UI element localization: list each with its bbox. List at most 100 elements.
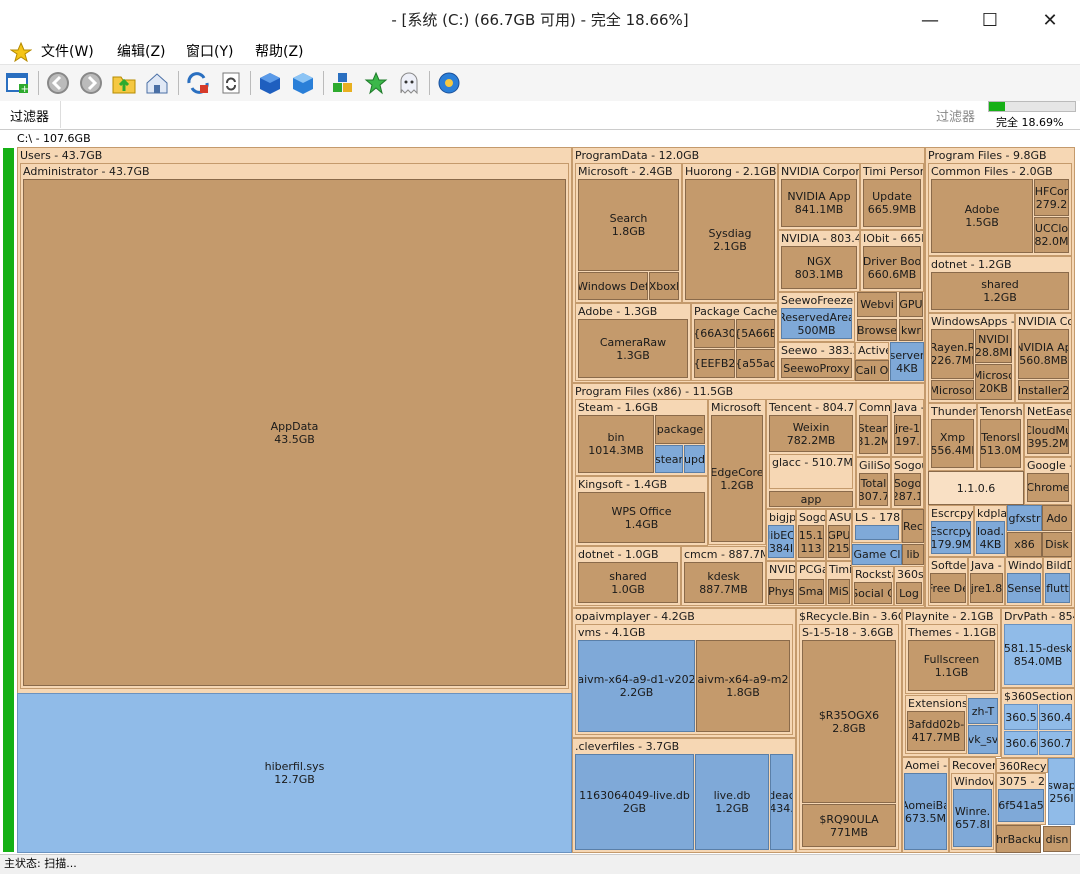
treemap-node-kdplay-load[interactable]: load.4KB <box>976 521 1005 554</box>
treemap-node-ls-item[interactable] <box>855 525 899 540</box>
treemap-node-seewoproxy[interactable]: SeewoProxy <box>781 358 852 378</box>
treemap-node-call[interactable]: Call O <box>855 360 889 381</box>
treemap-node-6f541a5[interactable]: 6f541a5 <box>998 789 1044 822</box>
treemap-node-360recycle[interactable]: 360Recyc <box>996 758 1048 773</box>
close-button[interactable]: ✕ <box>1042 9 1058 31</box>
treemap-node-game-center[interactable]: Game Cl <box>852 544 902 565</box>
treemap-node-rec[interactable]: Rec <box>902 509 924 543</box>
treemap-node-version-1106[interactable]: 1.1.0.6 <box>928 471 1024 505</box>
treemap-node-disk[interactable]: Disk <box>1042 532 1072 557</box>
treemap-node-360-4[interactable]: 360.4 <box>1039 704 1072 730</box>
treemap-node-winre[interactable]: Winre.657.8I <box>953 789 992 847</box>
treemap-node-360-5[interactable]: 360.5 <box>1004 704 1038 730</box>
cube-outline-icon[interactable] <box>290 70 316 96</box>
treemap-node-chrome[interactable]: Chrome <box>1027 473 1069 502</box>
star-icon[interactable] <box>363 70 389 96</box>
treemap-node-zh-t[interactable]: zh-T <box>968 698 998 724</box>
treemap-node-installer2[interactable]: Installer2 <box>1018 380 1069 400</box>
treemap-node-browser[interactable]: Browse <box>857 319 897 341</box>
treemap-node-microsoft-wa[interactable]: Microsof <box>931 380 974 400</box>
treemap-node-deac[interactable]: deac434. <box>770 754 793 850</box>
treemap-node-microsoft-wa-2[interactable]: Microsc20KB <box>975 364 1012 400</box>
treemap-node-gfxstr[interactable]: gfxstr <box>1007 505 1042 531</box>
treemap-node-steam-stear[interactable]: stear <box>655 445 683 473</box>
forward-icon[interactable] <box>78 70 104 96</box>
treemap-node-pkg-66a30[interactable]: {66A30 <box>694 319 735 348</box>
rescan-icon[interactable] <box>185 70 211 96</box>
new-window-icon[interactable]: + <box>5 70 31 96</box>
treemap-node-pkg-eefb2[interactable]: {EEFB2 <box>694 349 735 378</box>
treemap-node-steam-package[interactable]: package <box>655 415 705 444</box>
treemap-node-webview[interactable]: Webvi <box>857 292 897 317</box>
folder-up-icon[interactable] <box>111 70 137 96</box>
treemap-node-sense[interactable]: Sense <box>1007 573 1041 603</box>
treemap-node-steam-upd[interactable]: upd <box>684 445 705 473</box>
treemap-node-social-club[interactable]: Social C <box>854 582 892 604</box>
cube-icon[interactable] <box>257 70 283 96</box>
treemap-node-x86[interactable]: x86 <box>1007 532 1042 557</box>
treemap-node-hrbackup[interactable]: hrBacku <box>996 825 1041 853</box>
treemap-node-steam-common[interactable]: Stean31.2M <box>859 415 888 454</box>
treemap-node-lib[interactable]: lib <box>902 544 924 565</box>
settings-gear-icon[interactable] <box>436 70 462 96</box>
maximize-button[interactable]: ☐ <box>981 9 999 31</box>
treemap-node-360-6[interactable]: 360.6 <box>1004 731 1038 755</box>
treemap-node-free-download[interactable]: Free De <box>930 573 966 603</box>
ghost-icon[interactable] <box>396 70 422 96</box>
treemap-node-ado[interactable]: Ado <box>1042 505 1072 531</box>
treemap-node-sogou-input[interactable]: Sogo287.1 <box>894 473 921 506</box>
minimize-button[interactable]: — <box>921 9 939 31</box>
blocks-icon[interactable] <box>330 70 356 96</box>
back-icon[interactable] <box>45 70 71 96</box>
treemap-node-windows-defender[interactable]: Windows Def <box>578 272 648 300</box>
home-icon[interactable] <box>144 70 170 96</box>
treemap-node-vk-sv[interactable]: vk_sv <box>968 725 998 754</box>
treemap-node-active[interactable]: Active <box>855 342 889 360</box>
treemap-node-pkg-a55ac[interactable]: {a55ac <box>736 349 775 378</box>
treemap-node-pkg-5a66e[interactable]: {5A66E <box>736 319 775 348</box>
treemap-node-glacc[interactable]: glacc - 510.7MB <box>769 454 853 489</box>
treemap-node-cloudmusic[interactable]: CloudMu395.2M <box>1027 419 1069 454</box>
refresh-document-icon[interactable] <box>218 70 244 96</box>
menu-edit[interactable]: 编辑(Z) <box>117 44 166 60</box>
treemap-node-flutter[interactable]: flutt <box>1045 573 1070 603</box>
treemap-node-log[interactable]: Log <box>896 582 922 604</box>
menu-file[interactable]: 文件(W) <box>41 44 94 60</box>
treemap-node-kwr[interactable]: kwr <box>899 319 923 341</box>
treemap-node-ext-3afdd02b[interactable]: 3afdd02b-417.7MB <box>907 711 965 751</box>
treemap-node-disn[interactable]: disn <box>1043 826 1071 852</box>
